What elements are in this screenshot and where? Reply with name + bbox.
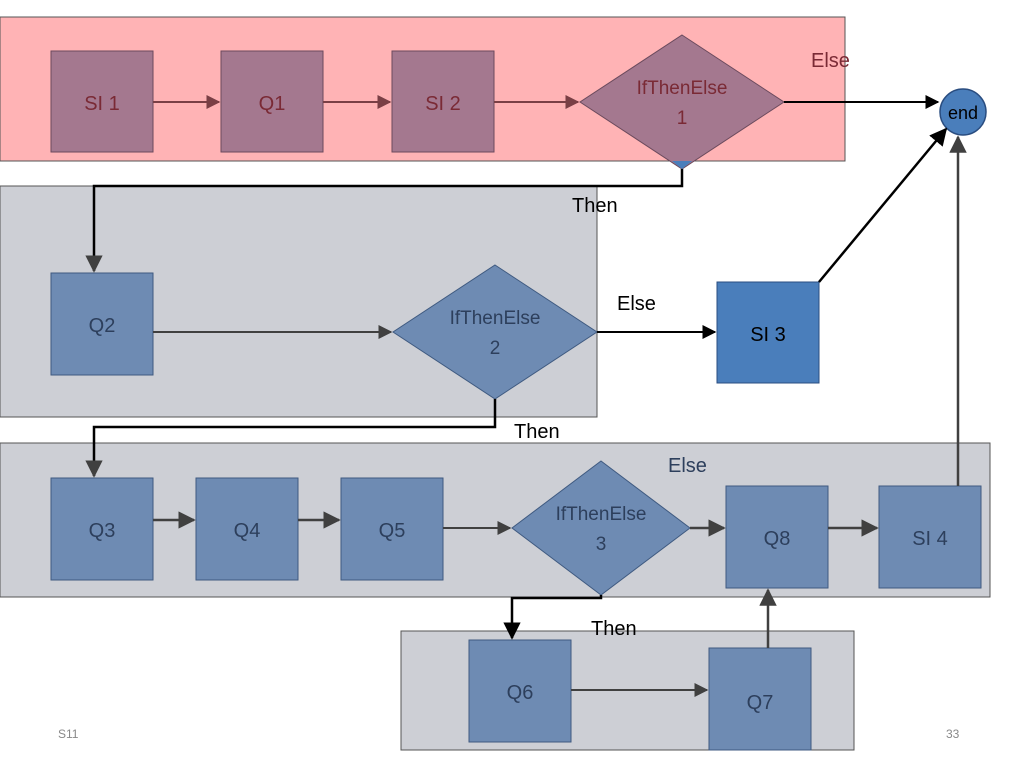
diamond-1-tip bbox=[672, 161, 692, 169]
node-si2-label: SI 2 bbox=[425, 93, 461, 115]
node-si3[interactable] bbox=[716, 281, 820, 384]
node-q3[interactable] bbox=[50, 477, 154, 581]
node-ifthenelse-1-label-line1: IfThenElse bbox=[637, 78, 728, 99]
node-ifthenelse-1-label-line2: 1 bbox=[677, 108, 688, 129]
node-ifthenelse-3-label-line2: 3 bbox=[596, 534, 607, 555]
node-si2[interactable] bbox=[391, 50, 495, 153]
page-number: 33 bbox=[946, 727, 960, 741]
node-ifthenelse-2-label-line1: IfThenElse bbox=[450, 308, 541, 329]
edge-label-else-3: Else bbox=[668, 455, 707, 477]
node-q8[interactable] bbox=[725, 485, 829, 589]
node-ifthenelse-3-label-line1: IfThenElse bbox=[556, 504, 647, 525]
node-end[interactable] bbox=[939, 88, 987, 136]
node-si3-label: SI 3 bbox=[750, 324, 786, 346]
node-q5[interactable] bbox=[340, 477, 444, 581]
arrow-si3-end bbox=[818, 127, 948, 283]
node-q1[interactable] bbox=[220, 50, 324, 153]
edge-label-then-2: Then bbox=[514, 421, 560, 443]
arrow-ite1-q2 bbox=[85, 169, 684, 273]
edge-label-then-1: Then bbox=[572, 195, 618, 217]
node-si1[interactable] bbox=[50, 50, 154, 153]
node-q4[interactable] bbox=[195, 477, 299, 581]
arrow-ite3-q6 bbox=[503, 595, 603, 640]
edge-label-else-2: Else bbox=[617, 293, 656, 315]
node-q3-label: Q3 bbox=[89, 520, 116, 542]
node-q7[interactable] bbox=[708, 647, 812, 751]
edge-label-then-3: Then bbox=[591, 618, 637, 640]
node-q2[interactable] bbox=[50, 272, 154, 376]
footer-left-text: S11 bbox=[58, 727, 79, 741]
node-q8-label: Q8 bbox=[764, 528, 791, 550]
node-end-label: end bbox=[948, 103, 978, 123]
node-q5-label: Q5 bbox=[379, 520, 406, 542]
node-si1-label: SI 1 bbox=[84, 93, 120, 115]
arrow-ite2-q3 bbox=[85, 399, 497, 478]
node-q4-label: Q4 bbox=[234, 520, 261, 542]
edge-label-else-1: Else bbox=[811, 50, 850, 72]
node-ifthenelse-2-label-line2: 2 bbox=[490, 338, 501, 359]
node-q6[interactable] bbox=[468, 639, 572, 743]
node-q7-label: Q7 bbox=[747, 692, 774, 714]
node-q6-label: Q6 bbox=[507, 682, 534, 704]
node-q1-label: Q1 bbox=[259, 93, 286, 115]
node-si4-label: SI 4 bbox=[912, 528, 948, 550]
node-si4[interactable] bbox=[878, 485, 982, 589]
node-q2-label: Q2 bbox=[89, 315, 116, 337]
